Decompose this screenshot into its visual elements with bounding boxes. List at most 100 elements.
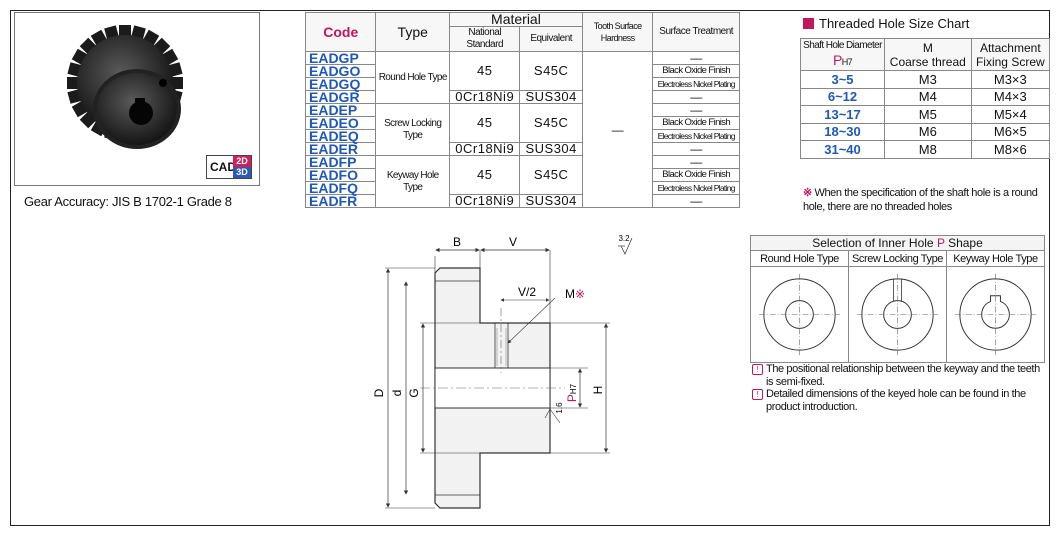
code-cell[interactable]: EADEO [304, 116, 377, 130]
screw-locking-option: Screw Locking Type [849, 251, 947, 363]
roughness-top-label: 3.2 [618, 234, 630, 243]
gear-accuracy-text: Gear Accuracy: JIS B 1702-1 Grade 8 [24, 194, 232, 209]
keyway-hole-label: Keyway Hole Type [947, 251, 1044, 267]
reference-mark-icon: ※ [803, 187, 812, 199]
code-cell[interactable]: EADFQ [304, 181, 377, 195]
thread-chart-note-text: When the specification of the shaft hole… [803, 187, 1038, 213]
keyway-hole-option: Keyway Hole Type [947, 251, 1044, 363]
shaft-diameter-cell: 13~17 [800, 105, 885, 124]
code-cell[interactable]: EADFO [304, 168, 377, 182]
thread-size-cell: M8 [884, 140, 972, 159]
header-p-symbol: P [832, 52, 842, 68]
round-hole-label: Round Hole Type [751, 251, 848, 267]
header-hardness: Tooth Surface Hardness [581, 12, 654, 52]
material-national-cell: 45 [448, 155, 521, 195]
thread-size-cell: M6 [884, 122, 972, 141]
header-surface: Surface Treatment [652, 12, 740, 52]
fixing-screw-cell: M4×3 [970, 87, 1051, 106]
dim-b-label: B [453, 235, 461, 249]
material-national-cell: 0Cr18Ni9 [448, 90, 521, 104]
header-material: Material [448, 12, 583, 27]
note-text: Detailed dimensions of the keyed hole ca… [766, 388, 1026, 413]
round-hole-option: Round Hole Type [751, 251, 849, 363]
header-m-coarse-thread: M Coarse thread [884, 38, 972, 71]
dim-d-pitch-label: d [390, 390, 404, 397]
header-shaft-hole-text: Shaft Hole Diameter [803, 40, 882, 51]
cad-badge[interactable]: CAD 2D 3D [206, 155, 252, 179]
roughness-bore-label: 1.6 [555, 402, 564, 414]
surface-cell: — [652, 103, 740, 117]
code-cell[interactable]: EADFP [304, 155, 377, 169]
cad-dimension-tags: 2D 3D [233, 156, 251, 178]
fixing-screw-cell: M6×5 [970, 122, 1051, 141]
material-national-cell: 0Cr18Ni9 [448, 142, 521, 156]
type-cell: Round Hole Type [375, 51, 450, 104]
thread-size-cell: M3 [884, 70, 972, 89]
shaft-diameter-cell: 31~40 [800, 140, 885, 159]
dim-h-label: H [591, 386, 605, 395]
material-national-cell: 45 [448, 51, 521, 91]
surface-cell: Black Oxide Finish [652, 64, 740, 78]
note-text: The positional relationship between the … [766, 363, 1040, 388]
inner-hole-notes: ! The positional relationship between th… [752, 363, 1047, 413]
dim-d-outer-label: D [372, 388, 386, 397]
surface-cell: Electroless Nickel Plating [652, 181, 740, 195]
material-equivalent-cell: S45C [519, 51, 583, 91]
code-cell[interactable]: EADGP [304, 51, 377, 65]
surface-cell: — [652, 155, 740, 169]
header-m-text: M [922, 40, 933, 55]
surface-cell: — [652, 51, 740, 65]
screw-locking-label: Screw Locking Type [849, 251, 946, 267]
inner-hole-title: Selection of Inner Hole P Shape [751, 236, 1044, 251]
code-cell[interactable]: EADFR [304, 194, 377, 208]
table-row: 6~12 M4 M4×3 [800, 87, 1051, 106]
inner-hole-title-post: Shape [944, 236, 983, 250]
thread-chart-title-text: Threaded Hole Size Chart [819, 16, 970, 31]
header-fixing-screw-text: Fixing Screw [975, 54, 1045, 69]
thread-size-cell: M4 [884, 87, 972, 106]
fixing-screw-cell: M3×3 [970, 70, 1051, 89]
fixing-screw-cell: M5×4 [970, 105, 1051, 124]
code-cell[interactable]: EADER [304, 142, 377, 156]
code-cell[interactable]: EADEQ [304, 129, 377, 143]
thread-chart-note: ※ When the specification of the shaft ho… [803, 186, 1053, 214]
surface-cell: Black Oxide Finish [652, 116, 740, 130]
square-bullet-icon [803, 18, 814, 29]
material-national-cell: 0Cr18Ni9 [448, 194, 521, 208]
hardness-cell: — [581, 51, 654, 208]
page-frame [10, 10, 1050, 526]
gear-technical-drawing: B V V/2 M※ 3.2 D d G PH7 H 1.6 [372, 234, 633, 509]
inner-hole-selection: Selection of Inner Hole P Shape Round Ho… [750, 235, 1045, 363]
header-type: Type [375, 12, 450, 52]
table-row: 31~40 M8 M8×6 [800, 140, 1051, 159]
keyway-hole-diagram [954, 273, 1037, 356]
header-attachment-screw: Attachment Fixing Screw [970, 38, 1051, 71]
fixing-screw-cell: M8×6 [970, 140, 1051, 159]
header-coarse-text: Coarse thread [889, 54, 966, 69]
shaft-diameter-cell: 18~30 [800, 122, 885, 141]
material-equivalent-cell: S45C [519, 155, 583, 195]
inner-hole-title-pre: Selection of Inner Hole [812, 236, 937, 250]
round-hole-diagram [758, 273, 841, 356]
code-cell[interactable]: EADGO [304, 64, 377, 78]
thread-size-table: Shaft Hole Diameter PH7 M Coarse thread … [800, 38, 1051, 159]
surface-cell: Electroless Nickel Plating [652, 129, 740, 143]
dim-p-label: PH7 [565, 383, 579, 402]
thread-chart-title: Threaded Hole Size Chart [803, 16, 969, 31]
code-cell[interactable]: EADEP [304, 103, 377, 117]
surface-cell: — [652, 90, 740, 104]
surface-cell: — [652, 194, 740, 208]
surface-cell: Black Oxide Finish [652, 168, 740, 182]
material-equivalent-cell: SUS304 [519, 142, 583, 156]
surface-cell: — [652, 142, 740, 156]
info-icon: ! [752, 364, 763, 375]
header-national-standard: National Standard [448, 26, 521, 52]
gear-photo-image [67, 25, 183, 149]
header-shaft-hole-diameter: Shaft Hole Diameter PH7 [800, 38, 885, 71]
material-equivalent-cell: SUS304 [519, 90, 583, 104]
dim-m-label: M※ [565, 287, 585, 301]
material-equivalent-cell: S45C [519, 103, 583, 143]
header-code: Code [304, 12, 377, 52]
header-equivalent: Equivalent [519, 26, 583, 52]
cad-label: CAD [210, 160, 236, 174]
